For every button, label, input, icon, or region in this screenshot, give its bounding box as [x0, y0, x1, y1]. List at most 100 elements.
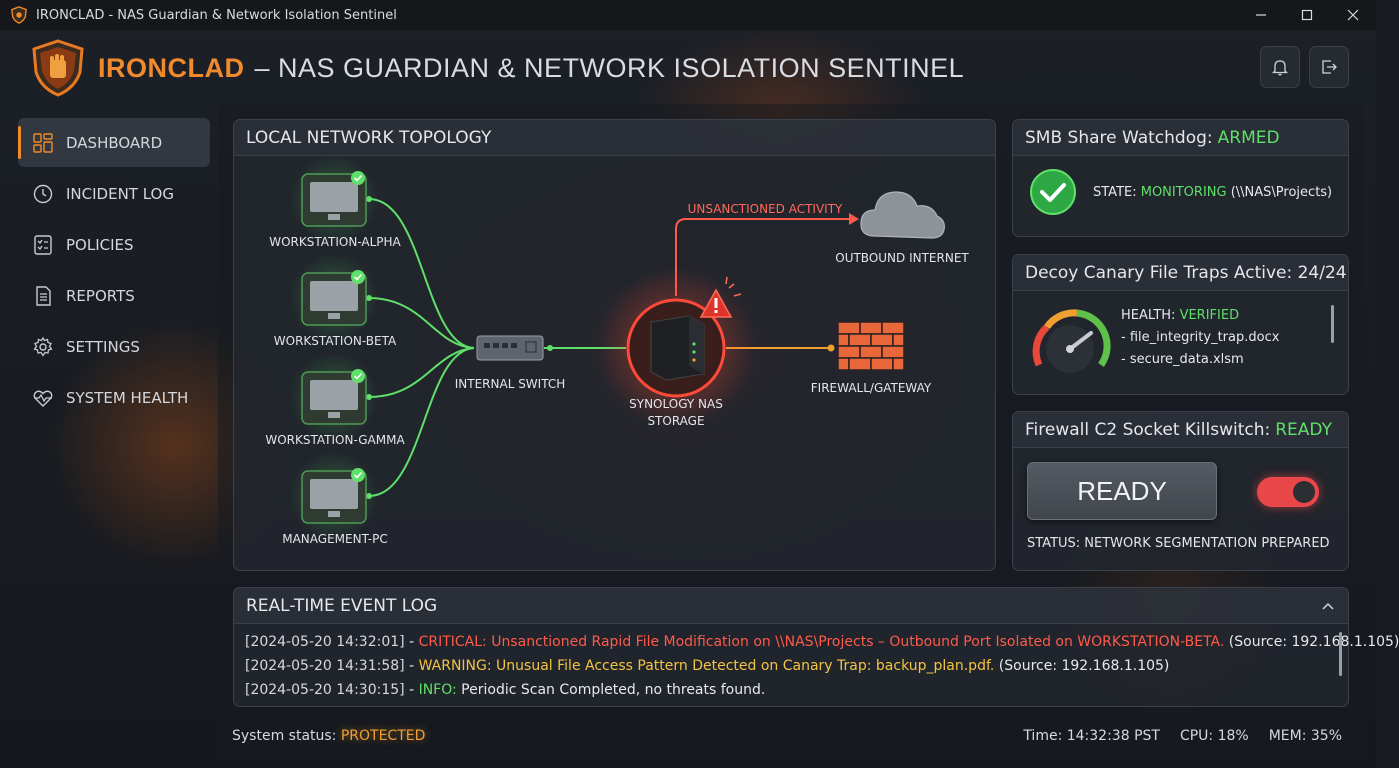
window-title: IRONCLAD - NAS Guardian & Network Isolat…: [36, 7, 397, 23]
unsanctioned-activity-label: UNSANCTIONED ACTIVITY: [687, 202, 843, 216]
maximize-icon: [1301, 9, 1313, 21]
log-source: (Source: 192.168.1.105): [994, 658, 1170, 674]
toggle-knob: [1293, 481, 1315, 503]
smb-armed-status: ARMED: [1217, 127, 1280, 148]
canary-traps-card: Decoy Canary File Traps Active: 24/24 HE…: [1012, 254, 1349, 395]
smb-state-label: STATE:: [1093, 184, 1141, 200]
canary-scrollbar[interactable]: [1331, 305, 1334, 343]
close-button[interactable]: [1330, 0, 1376, 30]
topology-title: LOCAL NETWORK TOPOLOGY: [234, 120, 995, 156]
log-timestamp: [2024-05-20 14:31:58]: [245, 658, 405, 674]
firewall-gateway-label: FIREWALL/GATEWAY: [810, 381, 932, 395]
log-entry: [2024-05-20 14:32:01] - CRITICAL: Unsanc…: [245, 630, 1399, 654]
workstation-gamma-node[interactable]: [289, 352, 379, 442]
workstation-links: [368, 198, 626, 497]
clock-icon: [33, 184, 53, 203]
canary-health-value: VERIFIED: [1179, 308, 1240, 323]
killswitch-ready-status: READY: [1275, 419, 1332, 440]
logout-button[interactable]: [1309, 46, 1349, 88]
minimize-icon: [1256, 14, 1266, 16]
window-titlebar: IRONCLAD - NAS Guardian & Network Isolat…: [0, 0, 1376, 30]
sidebar-item-settings[interactable]: SETTINGS: [18, 322, 210, 371]
minimize-button[interactable]: [1238, 0, 1284, 30]
log-timestamp: [2024-05-20 14:32:01]: [245, 634, 405, 650]
sidebar-item-reports[interactable]: REPORTS: [18, 271, 210, 320]
canary-file-item: - file_integrity_trap.docx: [1121, 330, 1280, 345]
event-log-scrollbar[interactable]: [1339, 632, 1342, 676]
canary-health-label: HEALTH:: [1121, 308, 1180, 323]
log-entry: [2024-05-20 14:31:58] - WARNING: Unusual…: [245, 654, 1399, 678]
notifications-button[interactable]: [1260, 46, 1300, 88]
smb-state: STATE: MONITORING (\\NAS\Projects): [1093, 185, 1332, 200]
sidebar-item-policies[interactable]: POLICIES: [18, 220, 210, 269]
smb-state-value: MONITORING: [1140, 184, 1227, 200]
nas-label-line2: STORAGE: [647, 414, 705, 428]
workstation-alpha-label: WORKSTATION-ALPHA: [269, 235, 401, 249]
management-pc-label: MANAGEMENT-PC: [282, 532, 388, 546]
workstation-beta-label: WORKSTATION-BETA: [273, 334, 397, 348]
dashboard-icon: [33, 132, 53, 153]
memory-readout: MEM: 35%: [1268, 728, 1342, 744]
checklist-icon: [34, 234, 52, 255]
log-separator: -: [404, 634, 419, 650]
firewall-brick-icon: [837, 321, 905, 371]
heartbeat-icon: [33, 390, 53, 407]
app-subtitle: – NAS GUARDIAN & NETWORK ISOLATION SENTI…: [254, 52, 965, 83]
warning-triangle-icon: [699, 276, 742, 318]
sidebar-item-incident-log[interactable]: INCIDENT LOG: [18, 169, 210, 218]
log-message: WARNING: Unusual File Access Pattern Det…: [418, 658, 995, 674]
workstation-gamma-label: WORKSTATION-GAMMA: [265, 433, 405, 447]
event-log-list: [2024-05-20 14:32:01] - CRITICAL: Unsanc…: [245, 630, 1399, 702]
log-level: INFO:: [418, 682, 457, 698]
logout-icon: [1322, 60, 1337, 74]
log-separator: -: [404, 682, 419, 698]
killswitch-status: STATUS: NETWORK SEGMENTATION PREPARED: [1027, 536, 1330, 551]
health-gauge-icon: [1032, 309, 1111, 373]
bell-icon: [1271, 60, 1289, 76]
smb-watchdog-card: SMB Share Watchdog: ARMED STATE: MONITOR…: [1012, 119, 1349, 237]
sidebar-item-label: REPORTS: [66, 286, 135, 305]
log-timestamp: [2024-05-20 14:30:15]: [245, 682, 405, 698]
clock-readout: Time: 14:32:38 PST: [1023, 728, 1160, 744]
sidebar-item-label: DASHBOARD: [66, 133, 163, 152]
sidebar-item-label: SYSTEM HEALTH: [66, 388, 189, 407]
canary-title: Decoy Canary File Traps Active: 24/24: [1013, 255, 1348, 291]
sidebar-item-dashboard[interactable]: DASHBOARD: [18, 118, 210, 167]
log-message: CRITICAL: Unsanctioned Rapid File Modifi…: [418, 634, 1225, 650]
internal-switch-label: INTERNAL SWITCH: [454, 377, 566, 391]
sidebar-item-system-health[interactable]: SYSTEM HEALTH: [18, 373, 210, 422]
ready-button[interactable]: READY: [1027, 462, 1217, 520]
network-topology-card: LOCAL NETWORK TOPOLOGY: [233, 119, 996, 571]
smb-share-path: (\\NAS\Projects): [1226, 184, 1333, 200]
maximize-button[interactable]: [1284, 0, 1330, 30]
cpu-readout: CPU: 18%: [1179, 728, 1249, 744]
management-pc-node[interactable]: [289, 451, 379, 541]
workstation-alpha-node[interactable]: [289, 154, 379, 244]
network-topology-diagram: [289, 154, 945, 541]
cloud-icon: [860, 191, 945, 239]
system-status-label: System status:: [232, 728, 341, 744]
canary-file-item: - secure_data.xlsm: [1121, 352, 1244, 367]
check-circle-icon: [1030, 169, 1076, 215]
app-header: IRONCLAD – NAS GUARDIAN & NETWORK ISOLAT…: [30, 38, 964, 98]
smb-title-label: SMB Share Watchdog:: [1025, 127, 1213, 148]
chevron-up-icon[interactable]: [1320, 598, 1336, 614]
system-status: System status: PROTECTED: [232, 728, 425, 744]
killswitch-toggle[interactable]: [1257, 477, 1319, 507]
killswitch-title-label: Firewall C2 Socket Killswitch:: [1025, 419, 1271, 440]
sidebar-item-label: POLICIES: [66, 235, 134, 254]
gear-icon: [33, 336, 53, 357]
unsanctioned-activity-link: [675, 218, 849, 296]
system-metrics: Time: 14:32:38 PST CPU: 18% MEM: 35%: [1023, 728, 1342, 744]
shield-logo-icon: [11, 6, 27, 24]
brand-title: IRONCLAD: [98, 52, 245, 83]
outbound-internet-label: OUTBOUND INTERNET: [835, 251, 969, 265]
log-entry: [2024-05-20 14:30:15] - INFO: Periodic S…: [245, 678, 1399, 702]
workstation-beta-node[interactable]: [289, 253, 379, 343]
document-icon: [36, 285, 51, 306]
log-separator: -: [404, 658, 419, 674]
event-log-title: REAL-TIME EVENT LOG: [234, 588, 1348, 624]
sidebar-item-label: INCIDENT LOG: [66, 184, 174, 203]
internal-switch-node[interactable]: [476, 335, 544, 361]
event-log-card: REAL-TIME EVENT LOG [2024-05-20 14:32:01…: [233, 587, 1399, 707]
